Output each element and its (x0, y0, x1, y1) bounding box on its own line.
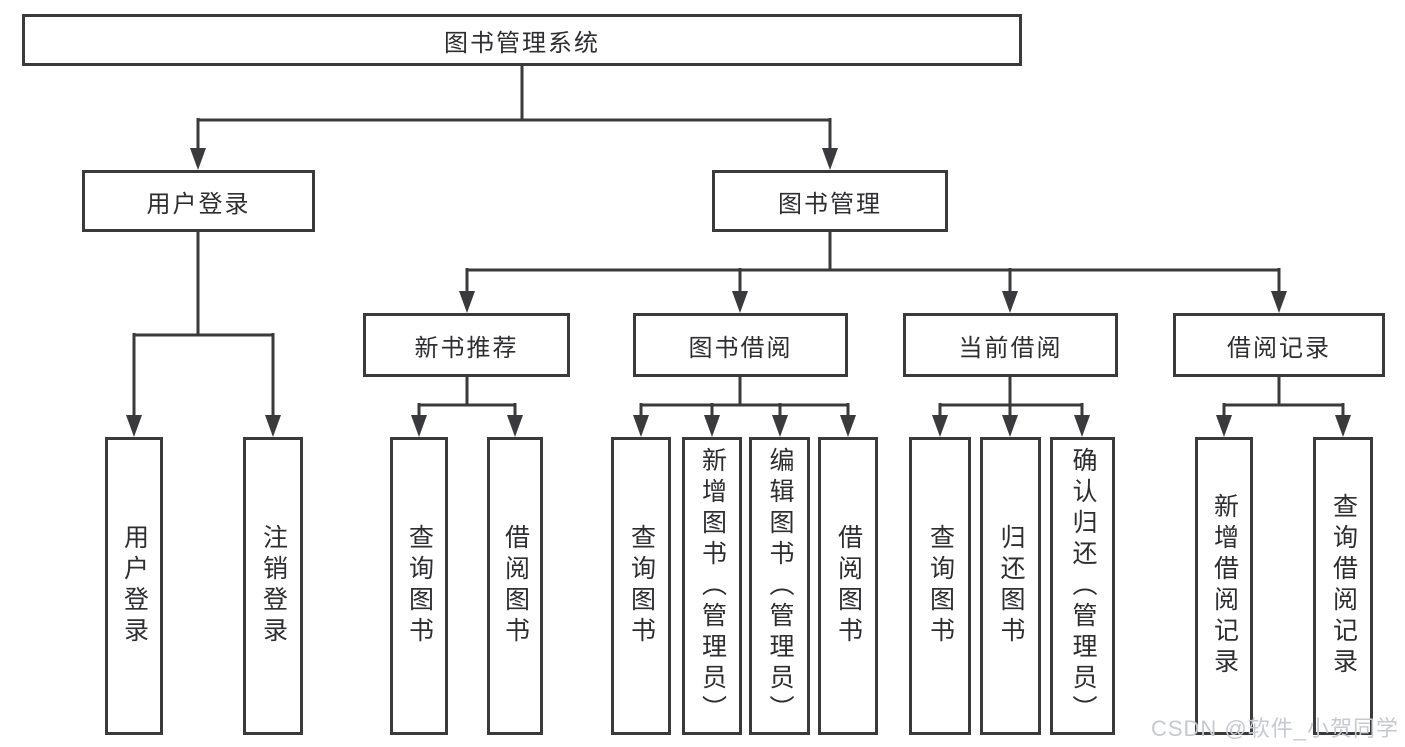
leaf-user-login: 用户登录 (105, 437, 163, 735)
node-book-management: 图书管理 (712, 170, 948, 232)
arrowhead-icon (932, 415, 948, 437)
leaf-records-query-record: 查询借阅记录 (1313, 437, 1373, 735)
arrowhead-icon (1271, 291, 1287, 313)
csdn-watermark: CSDN @软件_小贺同学 (1150, 716, 1399, 741)
connector-records-to-leaves (1216, 377, 1351, 437)
arrowhead-icon (507, 415, 523, 437)
arrowhead-icon (1074, 415, 1090, 437)
arrowhead-icon (772, 415, 788, 437)
leaf-borrow-borrow-books: 借阅图书 (818, 437, 878, 735)
arrowhead-icon (732, 291, 748, 313)
node-root: 图书管理系统 (22, 14, 1022, 66)
arrowhead-icon (190, 148, 206, 170)
node-new-book-recommend: 新书推荐 (363, 313, 570, 377)
arrowhead-icon (265, 415, 281, 437)
connector-login-to-leaves (126, 232, 281, 437)
node-current-borrowing: 当前借阅 (903, 313, 1118, 377)
arrowhead-icon (126, 415, 142, 437)
connector-mgmt-to-level3 (459, 232, 1287, 313)
leaf-current-confirm-return-admin: 确认归还（管理员） (1050, 437, 1115, 735)
connector-borrow-to-leaves (633, 377, 856, 437)
arrowhead-icon (1216, 415, 1232, 437)
leaf-current-query-books: 查询图书 (909, 437, 971, 735)
leaf-current-return-books: 归还图书 (980, 437, 1041, 735)
leaf-newbook-query-books: 查询图书 (390, 437, 448, 735)
arrowhead-icon (1002, 291, 1018, 313)
leaf-newbook-borrow-books: 借阅图书 (487, 437, 543, 735)
arrowhead-icon (411, 415, 427, 437)
leaf-borrow-query-books: 查询图书 (611, 437, 671, 735)
connector-newbook-to-leaves (411, 377, 523, 437)
leaf-borrow-add-books-admin: 新增图书（管理员） (682, 437, 742, 735)
connector-current-to-leaves (932, 377, 1090, 437)
leaf-borrow-edit-books-admin: 编辑图书（管理员） (749, 437, 810, 735)
leaf-records-add-record: 新增借阅记录 (1195, 437, 1253, 735)
node-user-login: 用户登录 (82, 170, 315, 232)
leaf-logout: 注销登录 (243, 437, 303, 735)
arrowhead-icon (822, 148, 838, 170)
node-borrowing-records: 借阅记录 (1173, 313, 1385, 377)
arrowhead-icon (633, 415, 649, 437)
arrowhead-icon (459, 291, 475, 313)
arrowhead-icon (1002, 415, 1018, 437)
connector-root-to-level2 (190, 66, 838, 170)
arrowhead-icon (704, 415, 720, 437)
arrowhead-icon (840, 415, 856, 437)
node-book-borrowing: 图书借阅 (633, 313, 848, 377)
arrowhead-icon (1335, 415, 1351, 437)
